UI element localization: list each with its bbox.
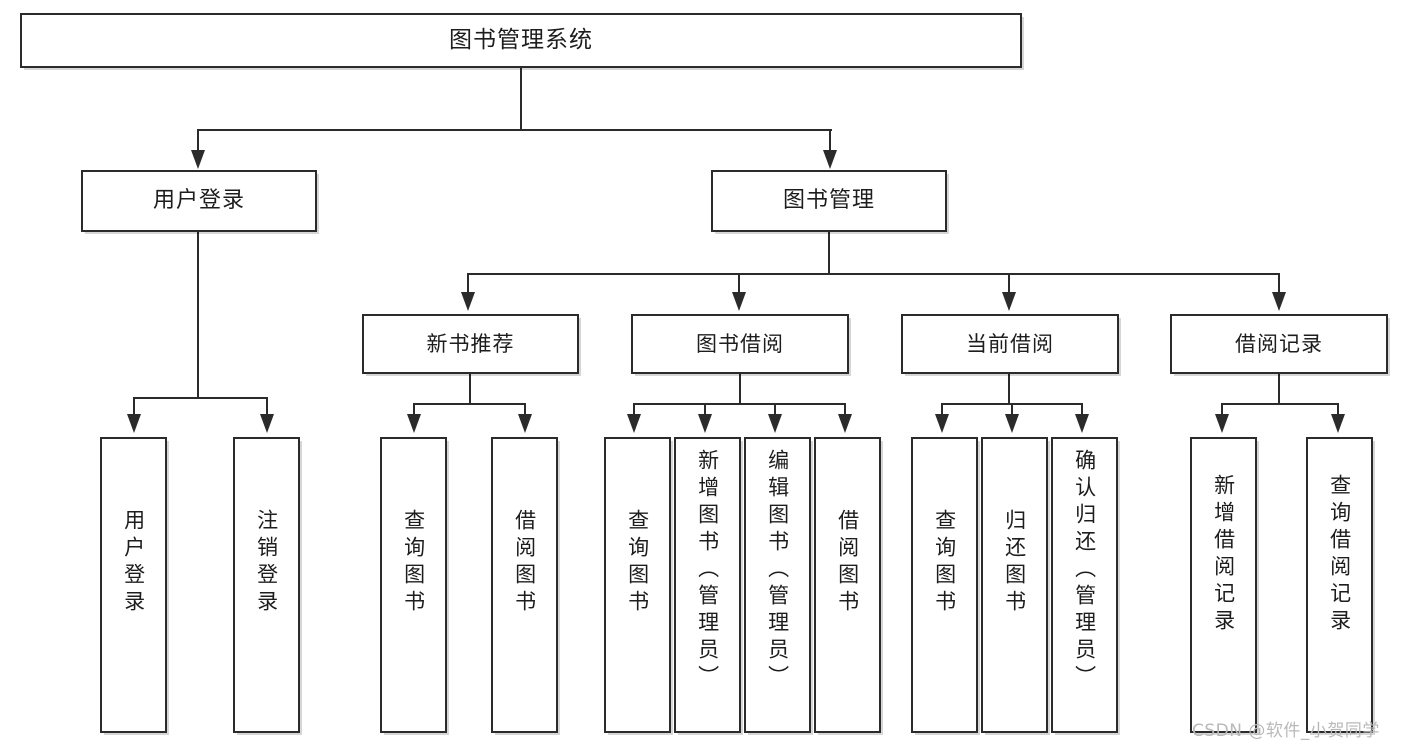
leaf-borrow-record-add-record[interactable]: 新增借阅记录 bbox=[1190, 437, 1257, 733]
edge-current-borrow-to-leaf-3 bbox=[1081, 403, 1084, 417]
edge-book-borrow-stem bbox=[739, 374, 742, 404]
node-label: 查询图书 bbox=[625, 509, 650, 617]
node-label: 查询图书 bbox=[932, 509, 957, 617]
leaf-current-borrow-query-book[interactable]: 查询图书 bbox=[911, 437, 978, 733]
arrow-book-borrow-to-leaf-2 bbox=[698, 414, 712, 433]
edge-book-mgmt-to-lvl3-3 bbox=[1008, 273, 1011, 295]
node-label: 归还图书 bbox=[1002, 509, 1027, 617]
node-book-borrow[interactable]: 图书借阅 bbox=[631, 314, 849, 374]
node-label: 借阅图书 bbox=[835, 509, 860, 617]
edge-new-book-to-leaf-2 bbox=[524, 403, 527, 417]
edge-book-borrow-to-leaf-2 bbox=[704, 403, 707, 417]
node-label: 注销登录 bbox=[254, 509, 279, 617]
node-borrow-record[interactable]: 借阅记录 bbox=[1170, 314, 1388, 374]
leaf-new-book-borrow-book[interactable]: 借阅图书 bbox=[491, 437, 558, 733]
arrow-borrow-record-to-leaf-1 bbox=[1215, 414, 1229, 433]
edge-borrow-record-to-leaf-2 bbox=[1337, 403, 1340, 417]
arrow-user-login-to-leaf-1 bbox=[127, 414, 141, 433]
node-new-book-recommend[interactable]: 新书推荐 bbox=[362, 314, 579, 374]
arrow-book-mgmt-to-lvl3-2 bbox=[732, 292, 746, 311]
arrow-book-mgmt-to-lvl3-3 bbox=[1002, 292, 1016, 311]
arrow-book-mgmt-to-lvl3-4 bbox=[1272, 292, 1286, 311]
leaf-new-book-query-book[interactable]: 查询图书 bbox=[380, 437, 447, 733]
leaf-borrow-record-query-record[interactable]: 查询借阅记录 bbox=[1306, 437, 1373, 733]
arrow-book-borrow-to-leaf-3 bbox=[768, 414, 782, 433]
arrow-book-borrow-to-leaf-4 bbox=[838, 414, 852, 433]
node-label: 编辑图书（管理员） bbox=[765, 449, 790, 692]
edge-book-mgmt-bus bbox=[467, 273, 1280, 276]
node-label: 确认归还（管理员） bbox=[1072, 449, 1097, 692]
arrow-root-to-book-mgmt bbox=[823, 150, 837, 169]
node-book-management[interactable]: 图书管理 bbox=[711, 170, 947, 232]
node-label: 图书管理系统 bbox=[449, 27, 593, 54]
node-label: 用户登录 bbox=[152, 188, 245, 214]
edge-user-login-to-leaf-2 bbox=[266, 397, 269, 417]
edge-book-borrow-to-leaf-1 bbox=[633, 403, 636, 417]
edge-root-to-book-mgmt bbox=[829, 129, 832, 154]
node-user-login[interactable]: 用户登录 bbox=[81, 170, 317, 232]
arrow-new-book-to-leaf-2 bbox=[518, 414, 532, 433]
arrow-new-book-to-leaf-1 bbox=[407, 414, 421, 433]
edge-user-login-stem bbox=[197, 232, 200, 398]
edge-root-to-user-login bbox=[197, 129, 200, 154]
leaf-book-borrow-borrow-book[interactable]: 借阅图书 bbox=[814, 437, 881, 733]
arrow-book-mgmt-to-lvl3-1 bbox=[461, 292, 475, 311]
arrow-current-borrow-to-leaf-2 bbox=[1005, 414, 1019, 433]
node-label: 图书借阅 bbox=[696, 331, 784, 356]
node-label: 新书推荐 bbox=[426, 331, 515, 356]
leaf-book-borrow-query-book[interactable]: 查询图书 bbox=[604, 437, 671, 733]
node-book-management-system[interactable]: 图书管理系统 bbox=[20, 13, 1022, 68]
node-label: 查询借阅记录 bbox=[1327, 474, 1352, 636]
arrow-current-borrow-to-leaf-3 bbox=[1075, 414, 1089, 433]
edge-borrow-record-bus bbox=[1221, 403, 1339, 406]
watermark-credit: CSDN @软件_小贺同学 bbox=[1192, 721, 1380, 741]
edge-new-book-bus bbox=[413, 403, 526, 406]
leaf-user-login-logout[interactable]: 注销登录 bbox=[233, 437, 300, 733]
edge-book-mgmt-to-lvl3-1 bbox=[467, 273, 470, 295]
edge-book-borrow-to-leaf-3 bbox=[774, 403, 777, 417]
edge-book-borrow-bus bbox=[633, 403, 846, 406]
edge-book-mgmt-to-lvl3-4 bbox=[1278, 273, 1281, 295]
edge-root-stem bbox=[520, 68, 523, 130]
edge-borrow-record-to-leaf-1 bbox=[1221, 403, 1224, 417]
node-label: 用户登录 bbox=[121, 509, 146, 617]
arrow-book-borrow-to-leaf-1 bbox=[627, 414, 641, 433]
edge-user-login-bus bbox=[133, 397, 268, 400]
leaf-current-borrow-confirm-return-admin[interactable]: 确认归还（管理员） bbox=[1051, 437, 1118, 733]
arrow-root-to-user-login bbox=[191, 150, 205, 169]
edge-new-book-stem bbox=[469, 374, 472, 404]
node-label: 借阅记录 bbox=[1235, 331, 1323, 356]
edge-book-mgmt-stem bbox=[828, 232, 831, 274]
node-label: 图书管理 bbox=[782, 188, 875, 214]
edge-current-borrow-to-leaf-2 bbox=[1011, 403, 1014, 417]
node-label: 新增借阅记录 bbox=[1211, 474, 1236, 636]
edge-book-mgmt-to-lvl3-2 bbox=[738, 273, 741, 295]
node-label: 借阅图书 bbox=[512, 509, 537, 617]
leaf-current-borrow-return-book[interactable]: 归还图书 bbox=[981, 437, 1048, 733]
edge-current-borrow-stem bbox=[1008, 374, 1011, 404]
node-label: 当前借阅 bbox=[966, 331, 1054, 356]
edge-new-book-to-leaf-1 bbox=[413, 403, 416, 417]
node-label: 查询图书 bbox=[401, 509, 426, 617]
node-label: 新增图书（管理员） bbox=[695, 449, 720, 692]
arrow-borrow-record-to-leaf-2 bbox=[1331, 414, 1345, 433]
leaf-book-borrow-edit-book-admin[interactable]: 编辑图书（管理员） bbox=[744, 437, 811, 733]
node-current-borrow[interactable]: 当前借阅 bbox=[901, 314, 1119, 374]
leaf-book-borrow-add-book-admin[interactable]: 新增图书（管理员） bbox=[674, 437, 741, 733]
edge-current-borrow-to-leaf-1 bbox=[941, 403, 944, 417]
leaf-user-login-login[interactable]: 用户登录 bbox=[100, 437, 167, 733]
edge-borrow-record-stem bbox=[1278, 374, 1281, 404]
arrow-user-login-to-leaf-2 bbox=[260, 414, 274, 433]
edge-user-login-to-leaf-1 bbox=[133, 397, 136, 417]
edge-book-borrow-to-leaf-4 bbox=[844, 403, 847, 417]
edge-root-bus bbox=[197, 129, 832, 132]
arrow-current-borrow-to-leaf-1 bbox=[935, 414, 949, 433]
